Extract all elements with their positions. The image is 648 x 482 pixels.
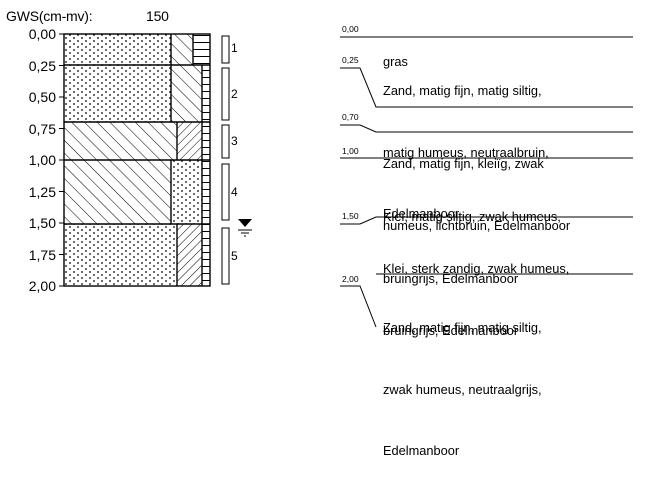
humus-top [193, 34, 210, 65]
layer-depth-label-0: 0,00 [342, 24, 359, 34]
desc-line: Edelmanboor [383, 443, 460, 458]
depth-tick-label: 0,00 [28, 26, 56, 42]
depth-tick-label: 0,50 [28, 89, 56, 105]
admixture-3-clay [177, 122, 202, 160]
sample-number-3: 3 [231, 134, 238, 148]
desc-line: bruingrijs, Edelmanboor [383, 322, 519, 338]
soil-layer-4-clay [64, 160, 171, 224]
desc-line: bruingrijs, Edelmanboor [383, 270, 519, 286]
layer-depth-label-1: 0,25 [342, 55, 359, 65]
layer-description-0: gras [383, 11, 408, 93]
desc-line: Zand, matig fijn, matig siltig, [383, 83, 542, 98]
sample-number-1: 1 [231, 41, 238, 55]
desc-line: Edelmanboor [383, 206, 460, 221]
admixture-2-silt [171, 65, 202, 122]
soil-layer-2-sand [64, 65, 171, 122]
desc-line: Zand, matig fijn, matig siltig, [383, 320, 542, 335]
groundwater-level-header: GWS(cm-mv): 150 [6, 8, 169, 24]
depth-tick-label: 1,00 [28, 152, 56, 168]
sample-number-5: 5 [231, 249, 238, 263]
layer-depth-label-2: 0,70 [342, 112, 359, 122]
layer-depth-label-4: 1,50 [342, 211, 359, 221]
gws-value: 150 [146, 8, 169, 24]
layer-description-2: Zand, matig fijn, kleiïg, zwak humeus, l… [383, 113, 570, 257]
layer-description-4: Klei, sterk zandig, zwak humeus, bruingr… [383, 218, 569, 362]
sample-brackets [221, 35, 230, 285]
sample-number-4: 4 [231, 185, 238, 199]
depth-tick-label: 0,75 [28, 120, 56, 137]
sample-number-2: 2 [231, 87, 238, 101]
depth-tick-label: 2,00 [28, 278, 56, 294]
layer-description-1: Zand, matig fijn, matig siltig, matig hu… [383, 40, 549, 245]
desc-line: gras [383, 54, 408, 69]
desc-line: humeus, lichtbruin, Edelmanboor [383, 217, 571, 233]
admixture-4-sand [171, 160, 202, 224]
desc-line: Klei, matig siltig, zwak humeus, [383, 209, 561, 224]
layer-depth-label-3: 1,00 [342, 146, 359, 156]
depth-tick-label: 1,75 [28, 246, 56, 263]
admixture-1-silt [171, 34, 193, 65]
soil-layer-1-sand [64, 34, 171, 65]
soil-layer-5-sand [64, 224, 177, 286]
depth-tick-label: 1,50 [28, 215, 56, 231]
desc-line: matig humeus, neutraalbruin, [383, 144, 549, 160]
desc-line: Zand, matig fijn, kleiïg, zwak [383, 156, 544, 171]
borehole-log-diagram: 1 2 3 4 5 [59, 33, 633, 328]
layer-description-3: Klei, matig siltig, zwak humeus, bruingr… [383, 166, 561, 310]
depth-tick-label: 0,25 [28, 57, 56, 74]
description-leaders [340, 36, 633, 328]
layer-depth-label-5: 2,00 [342, 274, 359, 284]
desc-line: zwak humeus, neutraalgrijs, [383, 381, 542, 397]
desc-line: Klei, sterk zandig, zwak humeus, [383, 261, 570, 276]
depth-tick-label: 1,25 [28, 183, 56, 200]
admixture-5-clay [177, 224, 202, 286]
gws-label: GWS(cm-mv): [6, 8, 93, 24]
groundwater-level-icon [238, 219, 252, 237]
soil-layer-3-clayey-sand [64, 122, 177, 160]
humus-column [202, 65, 210, 286]
layer-description-5: Zand, matig fijn, matig siltig, zwak hum… [383, 277, 542, 482]
